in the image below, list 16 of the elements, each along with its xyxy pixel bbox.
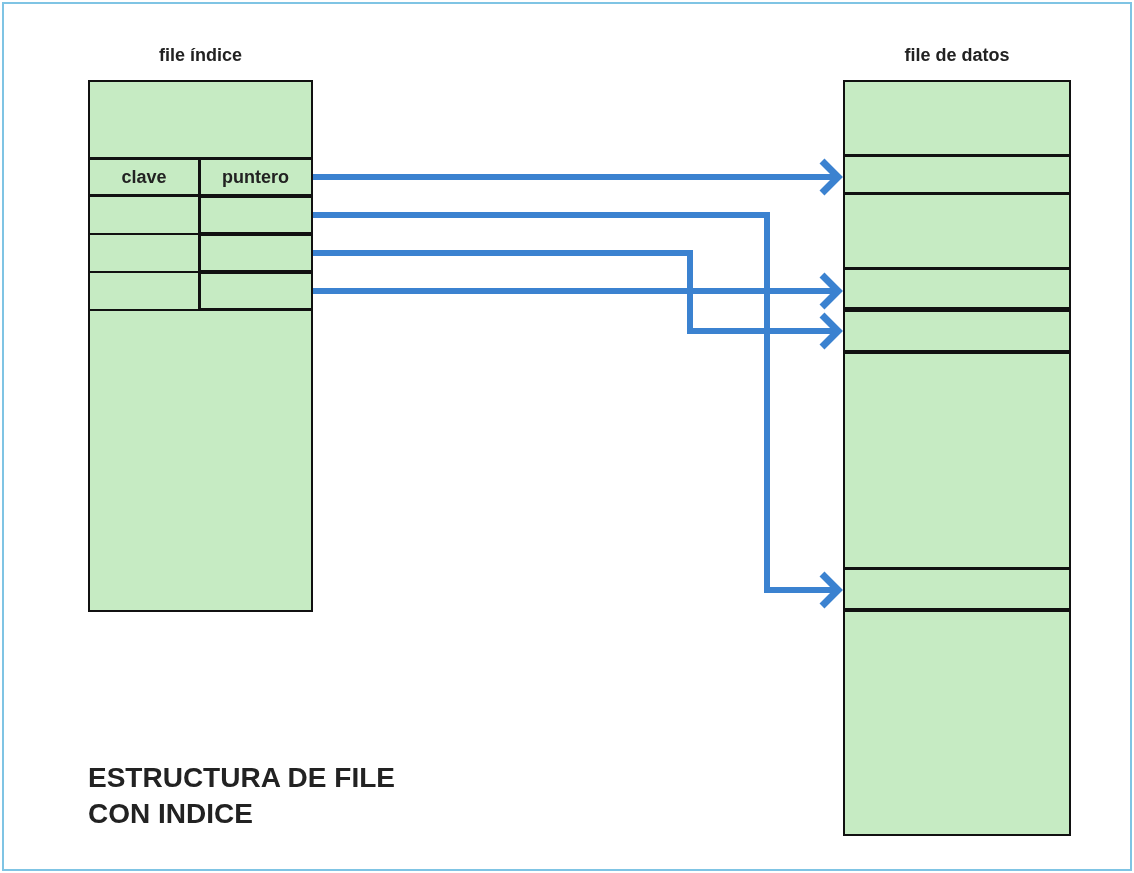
arrow <box>313 271 842 311</box>
table-heading: file de datos <box>903 44 1011 67</box>
record-row <box>843 155 1071 195</box>
record-row <box>198 272 313 310</box>
arrow <box>313 212 842 610</box>
record-row <box>198 234 313 272</box>
record-row <box>843 308 1071 354</box>
diagram-title: ESTRUCTURA DE FILE CON INDICE <box>88 761 396 831</box>
arrow <box>313 250 842 351</box>
record-row <box>843 268 1071 312</box>
column-header: puntero <box>198 158 313 196</box>
arrow <box>313 157 842 197</box>
record-row <box>843 568 1071 612</box>
column-header: clave <box>88 158 200 196</box>
table-heading: file índice <box>158 44 243 67</box>
record-row <box>198 196 313 234</box>
